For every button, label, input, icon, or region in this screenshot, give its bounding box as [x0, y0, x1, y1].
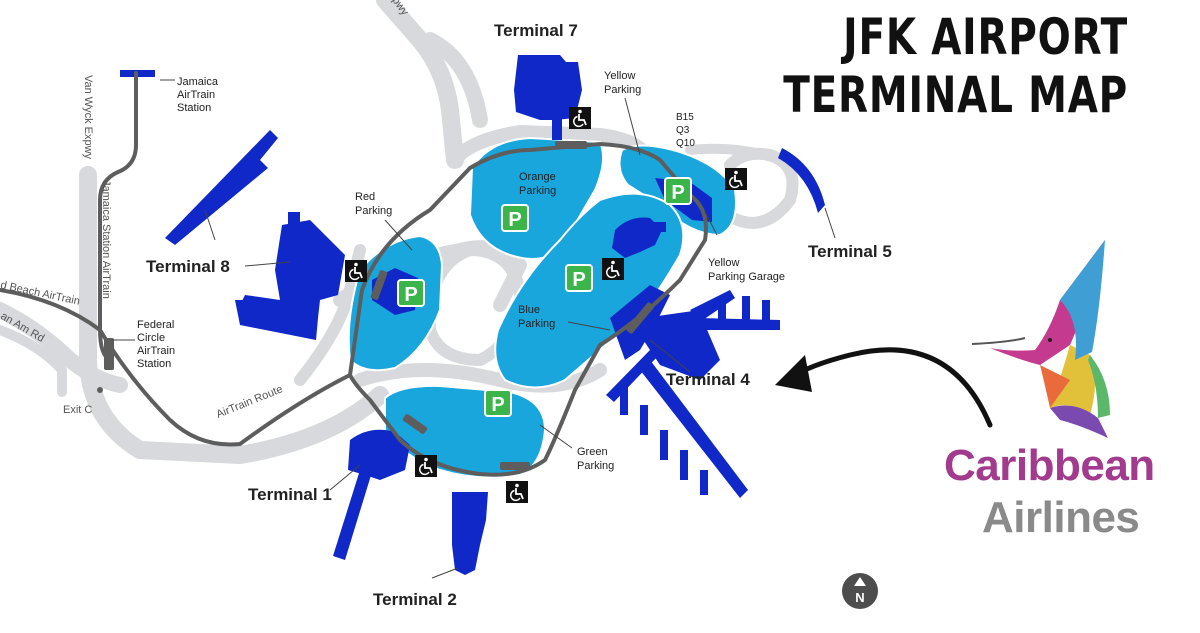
- red-parking-sign[interactable]: P: [397, 279, 425, 307]
- entry-road: [0, 302, 128, 393]
- terminal-labels: Terminal 7 Terminal 8 Terminal 5 Termina…: [146, 21, 892, 609]
- svg-text:P: P: [508, 209, 521, 231]
- pointer-arrow: [775, 347, 993, 428]
- lower-road: [353, 363, 607, 393]
- red-parking-label-2: Parking: [355, 205, 392, 217]
- top-road-1: [376, 0, 464, 169]
- north-arrow-icon: [854, 577, 866, 586]
- caribbean-airlines-logo: Caribbean Airlines: [944, 440, 1194, 544]
- blue-parking-garage: [612, 217, 666, 258]
- orange-parking-sign[interactable]: P: [501, 204, 529, 232]
- yellow-parking-sign[interactable]: P: [664, 177, 692, 205]
- terminal-4-label[interactable]: Terminal 4: [666, 370, 750, 389]
- accessibility-icon: [568, 106, 592, 130]
- terminal-7-label[interactable]: Terminal 7: [494, 21, 578, 40]
- red-parking-label-1: Red: [355, 191, 375, 203]
- terminal-2-label[interactable]: Terminal 2: [373, 590, 457, 609]
- van-wyck-label: Van Wyck Expwy: [82, 75, 94, 160]
- svg-text:P: P: [404, 284, 417, 306]
- blue-parking-sign[interactable]: P: [565, 264, 593, 292]
- jamaica-station-label-2: AirTrain: [177, 89, 215, 101]
- federal-station-label-1: Federal: [137, 319, 174, 331]
- blue-parking-label-1: Blue: [518, 304, 540, 316]
- t5-road: [685, 143, 785, 165]
- title-line-1: JFK AIRPORT: [843, 8, 1128, 66]
- bus-route-label-2: Q3: [676, 125, 690, 136]
- exit-c-label: Exit C: [63, 404, 92, 416]
- yellow-parking-label-2: Parking: [604, 84, 641, 96]
- brand-line-2: Airlines: [982, 493, 1140, 542]
- green-parking-sign[interactable]: P: [484, 389, 512, 417]
- terminal-1-label[interactable]: Terminal 1: [248, 485, 332, 504]
- brand-line-1: Caribbean: [944, 441, 1155, 490]
- terminal-7-building: [514, 55, 582, 140]
- federal-station-label-2: Circle: [137, 332, 165, 344]
- orange-parking-label-2: Parking: [519, 185, 556, 197]
- hummingbird-logo-icon: [971, 240, 1110, 438]
- svg-text:P: P: [671, 182, 684, 204]
- bus-route-label-1: B15: [676, 112, 694, 123]
- yellow-garage-label-1: Yellow: [708, 257, 739, 269]
- jamaica-station-label-3: Station: [177, 102, 211, 114]
- jamaica-station-airtrain-label: Jamaica Station AirTrain: [100, 180, 112, 299]
- blue-parking-label-2: Parking: [518, 318, 555, 330]
- terminal-5-building: [778, 148, 825, 213]
- svg-text:P: P: [491, 394, 504, 416]
- accessibility-icon: [601, 257, 625, 281]
- accessibility-icon: [724, 167, 748, 191]
- airtrain-line-to-loop: [0, 288, 352, 447]
- terminal-5-label[interactable]: Terminal 5: [808, 242, 892, 261]
- van-wyck-road: [79, 166, 389, 464]
- page-title: JFK AIRPORT TERMINAL MAP: [783, 8, 1128, 124]
- yellow-parking-label-1: Yellow: [604, 70, 635, 82]
- accessibility-icon: [505, 480, 529, 504]
- leader-lines: [97, 79, 836, 579]
- terminal-4-building: [606, 285, 780, 498]
- jamaica-station-label-1: Jamaica: [177, 76, 219, 88]
- federal-station-label-3: AirTrain: [137, 345, 175, 357]
- terminal-8-building: [165, 130, 345, 340]
- road-network: [0, 0, 799, 464]
- bus-route-label-3: Q10: [676, 138, 695, 149]
- svg-text:P: P: [572, 269, 585, 291]
- green-parking-label-1: Green: [577, 446, 608, 458]
- left-inner-road: [294, 244, 366, 386]
- beach-airtrain-label: d Beach AirTrain: [0, 279, 81, 308]
- north-compass: N: [842, 573, 878, 609]
- jamaica-airtrain-line: [98, 71, 138, 362]
- north-label: N: [855, 590, 864, 605]
- airtrain-stations: [104, 141, 654, 470]
- terminal-2-building: [452, 492, 488, 575]
- place-labels: Red Parking Orange Parking Yellow Parkin…: [137, 70, 785, 472]
- terminal-8-label[interactable]: Terminal 8: [146, 257, 230, 276]
- federal-station-label-4: Station: [137, 358, 171, 370]
- terminal-1-building: [333, 429, 410, 560]
- orange-parking-label-1: Orange: [519, 171, 556, 183]
- pan-am-road: [0, 325, 67, 397]
- airtrain-route-label: AirTrain Route: [215, 383, 285, 421]
- top-road-2: [422, 32, 488, 128]
- parking-signs[interactable]: P P P P P: [397, 177, 692, 417]
- title-line-2: TERMINAL MAP: [783, 66, 1128, 124]
- green-parking-label-2: Parking: [577, 460, 614, 472]
- yellow-garage-label-2: Parking Garage: [708, 271, 785, 283]
- accessibility-icon: [414, 454, 438, 478]
- accessibility-icon: [344, 259, 368, 283]
- terminal-buildings: [120, 55, 825, 575]
